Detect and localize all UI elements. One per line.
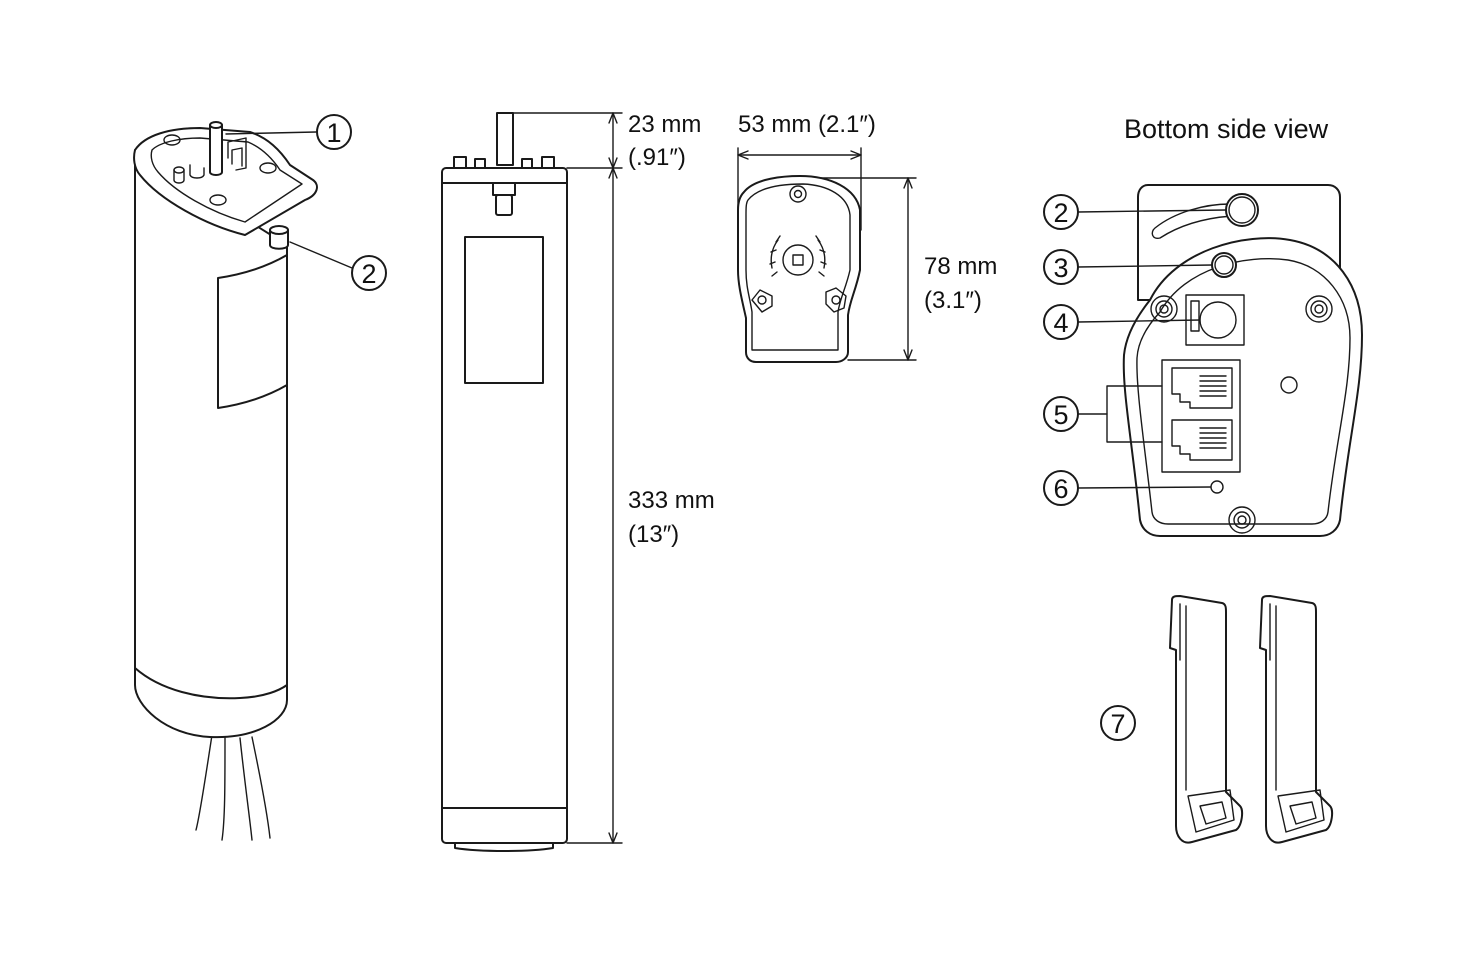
callout-1: 1 [316,114,352,150]
shaft-height-label: 23 mm [628,111,701,138]
svg-text:3: 3 [1053,253,1068,283]
callout-2-motor: 2 [351,255,387,291]
shaft-height-inch-label: (.91″) [628,144,686,171]
svg-text:2: 2 [1053,198,1068,228]
head-width-label: 53 mm (2.1″) [738,111,876,138]
svg-text:4: 4 [1053,308,1068,338]
bottom-side-view [1077,184,1363,537]
callout-6: 6 [1043,470,1079,506]
head-height-label: 78 mm [924,253,997,280]
motor-side-view [441,112,623,852]
svg-text:7: 7 [1110,709,1125,739]
callout-4: 4 [1043,304,1079,340]
motor-perspective-view [133,121,353,841]
mounting-head-view [737,147,917,363]
svg-text:6: 6 [1053,474,1068,504]
callout-3: 3 [1043,249,1079,285]
svg-text:2: 2 [361,259,376,289]
body-length-inch-label: (13″) [628,521,679,548]
bottom-side-view-heading: Bottom side view [1124,114,1329,144]
svg-text:5: 5 [1053,400,1068,430]
callout-7: 7 [1100,705,1136,741]
mounting-clips [1169,595,1334,844]
svg-text:1: 1 [326,118,341,148]
head-height-inch-label: (3.1″) [924,287,982,314]
body-length-label: 333 mm [628,487,715,514]
callout-5: 5 [1043,396,1079,432]
callout-2-bottom: 2 [1043,194,1079,230]
